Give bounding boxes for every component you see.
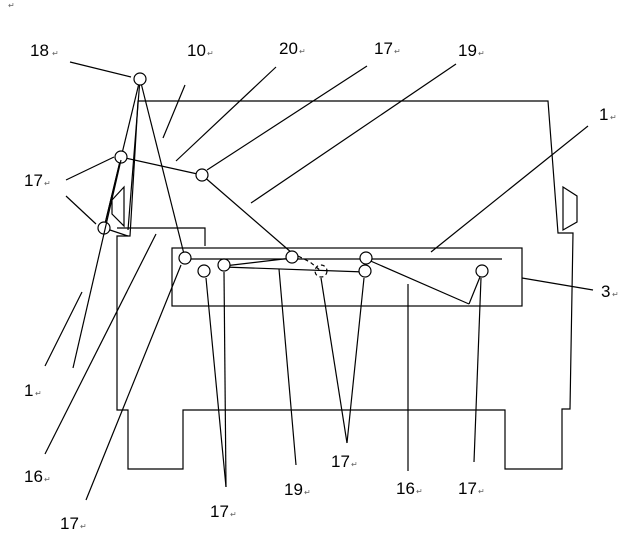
pulley-17-upper-left [114,150,128,164]
label-17-top-text: 17 [374,39,393,58]
label-1-left-text: 1 [24,381,33,400]
label-1-left: 1 ↵ [24,381,42,400]
pulley-17-panel-e [358,264,372,278]
label-19-bottom-mark: ↵ [304,488,311,497]
label-3-text: 3 [601,282,610,301]
link-line-c [468,271,483,305]
rope-17b-to-17top [120,156,203,176]
rope-18-to-17c [139,78,186,259]
track-line-lower [223,266,366,273]
label-17-left-mark: ↵ [44,179,51,188]
label-1-right-text: 1 [599,105,608,124]
label-17-left: 17 ↵ [24,171,51,190]
rope-17b-to-17a [103,156,122,229]
label-17-left-text: 17 [24,171,43,190]
label-3-mark: ↵ [612,290,619,299]
right-handle [562,185,578,232]
pulley-17-panel-b [197,264,211,278]
label-16-left-text: 16 [24,467,43,486]
pulley-17-panel-d [359,251,373,265]
label-17-bottom-center: 17 ↵ [331,452,358,471]
machine-body-outline [116,100,574,470]
rope-18-down [127,78,141,231]
label-16-bottom: 16 ↵ [396,479,423,498]
label-17-bottom-center-mark: ↵ [351,460,358,469]
pulley-17-panel-a [178,251,192,265]
label-17-bottom-right: 17 ↵ [458,479,485,498]
leader-16-left [44,233,157,455]
left-inner-bracket [117,227,206,246]
leader-19-bottom [278,268,297,466]
rope-17top-to-19 [201,174,293,254]
label-17-bottom-mid-text: 17 [210,502,229,521]
leader-20 [175,66,277,162]
label-10-text: 10 [187,41,206,60]
pulley-17-panel-c [217,258,231,272]
leader-17-left-a [65,156,115,181]
label-18-text: 18 [30,41,49,60]
pulley-hidden-dashed [314,264,328,278]
link-line-a [223,257,293,267]
label-10: 10 ↵ [187,41,214,60]
leader-17-bottom-left [85,264,182,501]
label-16-left: 16 ↵ [24,467,51,486]
left-handle [111,185,125,228]
label-19-top-text: 19 [458,41,477,60]
label-17-bottom-mid: 17 ↵ [210,502,237,521]
label-20-mark: ↵ [299,47,306,56]
leader-18 [69,61,132,78]
pulley-17-top [195,168,209,182]
label-17-bottom-right-mark: ↵ [478,487,485,496]
label-17-top: 17 ↵ [374,39,401,58]
label-19-bottom-text: 19 [284,480,303,499]
leader-17-bottom-right [473,277,482,463]
label-18: 18 ↵ [30,41,59,60]
label-1-left-mark: ↵ [35,389,42,398]
label-10-mark: ↵ [207,49,214,58]
label-17-bottom-center-text: 17 [331,452,350,471]
pulley-17-panel-right [475,264,489,278]
label-17-bottom-right-text: 17 [458,479,477,498]
label-3: 3 ↵ [601,282,619,301]
label-1-right-mark: ↵ [610,113,617,122]
label-16-left-mark: ↵ [44,475,51,484]
window-panel [171,247,523,307]
leader-17-bottom-center-b [346,277,365,444]
leader-1-right [430,125,589,253]
label-20: 20 ↵ [279,39,306,58]
leader-10 [162,84,186,139]
leader-19-top [250,63,457,204]
label-19-top-mark: ↵ [478,49,485,58]
label-18-mark: ↵ [52,49,59,58]
leader-1-left-b [72,159,122,369]
corner-return-mark: ↵ [8,1,15,10]
leader-17-bottom-mid-a [205,277,227,488]
label-17-bottom-left: 17 ↵ [60,514,87,533]
label-19-bottom: 19 ↵ [284,480,311,499]
pulley-18 [133,72,147,86]
leader-1-left-a [44,291,83,367]
label-1-right: 1 ↵ [599,105,617,124]
label-16-bottom-text: 16 [396,479,415,498]
label-17-bottom-mid-mark: ↵ [230,510,237,519]
leader-17-bottom-mid-b [223,271,227,488]
rope-dashed-path [291,252,322,272]
pulley-19 [285,250,299,264]
label-17-bottom-left-mark: ↵ [80,522,87,531]
label-17-bottom-left-text: 17 [60,514,79,533]
label-16-bottom-mark: ↵ [416,487,423,496]
leader-17-left-b [65,195,97,225]
label-19-top: 19 ↵ [458,41,485,60]
label-20-text: 20 [279,39,298,58]
link-line-b [365,258,470,305]
leader-3 [521,277,594,291]
leader-17-top [206,65,368,171]
label-17-top-mark: ↵ [394,47,401,56]
leader-17-bottom-center-a [320,277,348,444]
